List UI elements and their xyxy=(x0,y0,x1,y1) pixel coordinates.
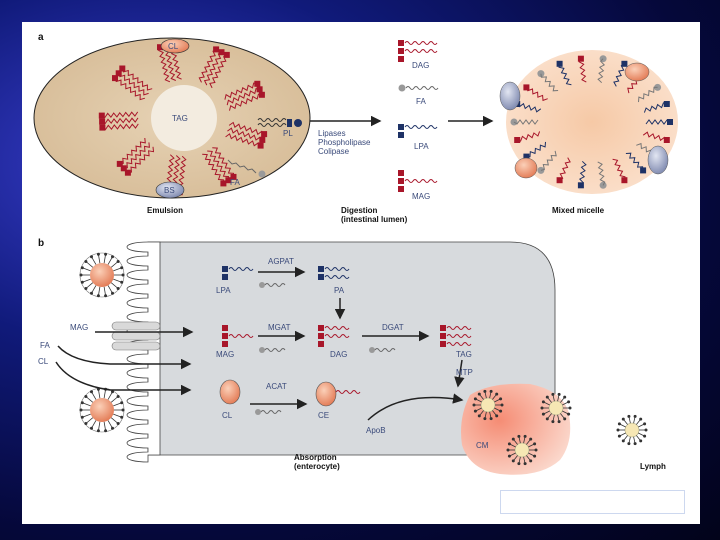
product-dag xyxy=(398,40,438,62)
product-fa xyxy=(398,84,439,92)
product-mag xyxy=(398,170,438,192)
product-lpa-label: LPA xyxy=(414,142,429,151)
empty-text-box[interactable] xyxy=(500,490,685,514)
emulsion-tag-label: TAG xyxy=(172,114,188,123)
chylomicron-particle xyxy=(540,392,572,424)
chylomicron-particle xyxy=(472,389,504,421)
mtp-label: MTP xyxy=(456,368,473,377)
emulsion-cl-label: CL xyxy=(168,42,179,51)
dgat-label: DGAT xyxy=(382,323,404,332)
emulsion-pl-label: PL xyxy=(283,129,293,138)
product-fa-label: FA xyxy=(416,97,426,106)
acat-label: ACAT xyxy=(266,382,287,391)
input-mag-label: MAG xyxy=(70,323,88,332)
micelle-bile-salt xyxy=(647,145,669,175)
emulsion-bile-salt-blob xyxy=(155,181,185,199)
product-lpa xyxy=(398,124,438,138)
fa-donor-acat xyxy=(255,409,282,415)
micelle-caption: Mixed micelle xyxy=(552,206,605,215)
cholesterol-blob xyxy=(219,379,241,405)
emulsion-core xyxy=(151,85,217,151)
lumen-micelle xyxy=(79,387,125,433)
lpa-molecule xyxy=(222,266,254,280)
tag-label: TAG xyxy=(456,350,472,359)
fa-donor-agpat xyxy=(259,282,286,288)
chylomicron-particle xyxy=(616,414,648,446)
cholesteryl-ester xyxy=(315,381,361,407)
fa-uptake-arrow xyxy=(57,345,192,370)
agpat-label: AGPAT xyxy=(268,257,294,266)
absorption-caption: (enterocyte) xyxy=(294,462,340,471)
emulsion-caption: Emulsion xyxy=(147,206,183,215)
cm-label: CM xyxy=(476,441,489,450)
apob-arrow xyxy=(367,393,464,421)
emulsion-phospholipid xyxy=(257,118,302,127)
panel-b-letter: b xyxy=(38,238,44,249)
emulsion-tag-molecules xyxy=(98,41,268,196)
enzyme-label: Lipases xyxy=(318,129,346,138)
cl-label: CL xyxy=(222,411,233,420)
pa-label: PA xyxy=(334,286,345,295)
digestion-caption: (intestinal lumen) xyxy=(341,215,408,224)
lymph-label: Lymph xyxy=(640,462,666,471)
micelle-cholesterol xyxy=(624,62,650,82)
micelle-cholesterol xyxy=(514,157,538,179)
micelle-bile-salt xyxy=(499,81,521,111)
emulsion-bs-label: BS xyxy=(164,186,175,195)
pa-molecule xyxy=(318,266,350,280)
lpa-label: LPA xyxy=(216,286,231,295)
absorption-caption: Absorption xyxy=(294,453,337,462)
emulsion-cholesterol-blob xyxy=(160,38,190,54)
digestion-caption: Digestion xyxy=(341,206,378,215)
product-dag-label: DAG xyxy=(412,61,429,70)
emulsion-fatty-acid xyxy=(227,159,266,178)
ce-label: CE xyxy=(318,411,329,420)
enzyme-label: Phospholipase xyxy=(318,138,371,147)
fa-donor-mgat xyxy=(259,347,286,353)
cl-uptake-arrow xyxy=(55,361,192,396)
mag-molecule xyxy=(222,325,254,347)
chylomicron-particle xyxy=(506,434,538,466)
lumen-micelle xyxy=(79,252,125,298)
membrane-transporter xyxy=(111,321,161,351)
brush-border-microvilli xyxy=(126,241,161,463)
enzyme-label: Colipase xyxy=(318,147,350,156)
mtp-arrow xyxy=(454,359,465,388)
mag-label: MAG xyxy=(216,350,234,359)
dag-label: DAG xyxy=(330,350,347,359)
input-fa-label: FA xyxy=(40,341,50,350)
fa-donor-dgat xyxy=(369,347,396,353)
tag-molecule xyxy=(440,325,472,347)
input-cl-label: CL xyxy=(38,357,49,366)
panel-a-letter: a xyxy=(38,32,44,43)
mgat-label: MGAT xyxy=(268,323,291,332)
emulsion-fa-label: FA xyxy=(230,178,240,187)
apob-label: ApoB xyxy=(366,426,386,435)
dag-molecule xyxy=(318,325,350,347)
chylomicron-particles xyxy=(472,389,648,466)
product-mag-label: MAG xyxy=(412,192,430,201)
